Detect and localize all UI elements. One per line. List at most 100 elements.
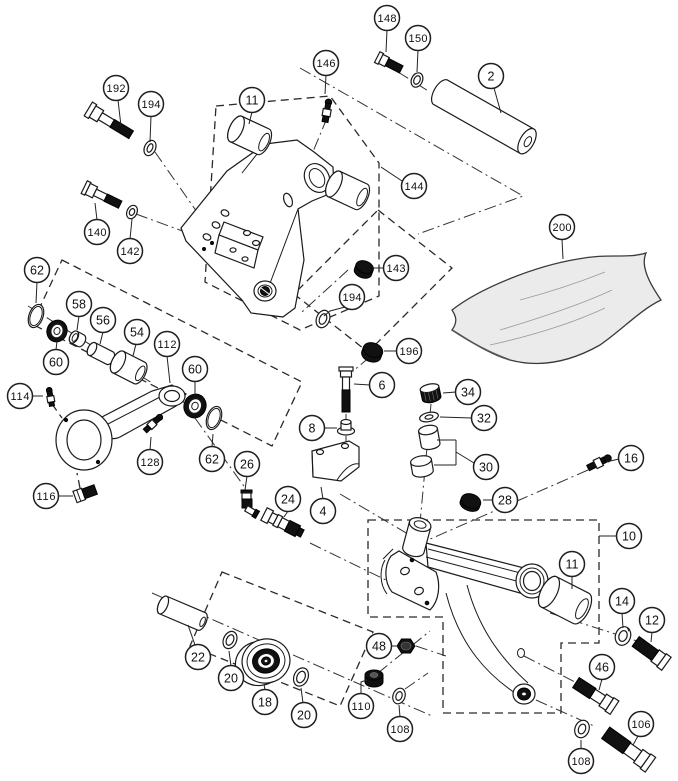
callout-2[interactable]: 2 — [477, 62, 505, 114]
callout-bubble[interactable] — [181, 355, 209, 383]
callout-bubble[interactable] — [6, 382, 34, 410]
callout-bubble[interactable] — [42, 348, 70, 376]
callout-16[interactable]: 16 — [605, 444, 645, 472]
callout-bubble[interactable] — [32, 482, 60, 510]
callout-bubble[interactable] — [347, 692, 375, 720]
callout-bubble[interactable] — [638, 606, 666, 634]
callout-46[interactable]: 46 — [588, 653, 616, 691]
callout-11-2[interactable]: 11 — [558, 550, 586, 590]
callout-bubble[interactable] — [298, 414, 326, 442]
callout-bubble[interactable] — [23, 256, 51, 284]
callout-bubble[interactable] — [290, 701, 318, 729]
callout-108[interactable]: 108 — [567, 740, 595, 775]
callout-bubble[interactable] — [395, 337, 423, 365]
callout-bubble[interactable] — [472, 453, 500, 481]
callout-bubble[interactable] — [116, 237, 144, 265]
callout-26[interactable]: 26 — [233, 450, 261, 491]
callout-bubble[interactable] — [373, 4, 401, 32]
callout-32[interactable]: 32 — [439, 404, 498, 432]
callout-bubble[interactable] — [567, 747, 595, 775]
callout-22[interactable]: 22 — [184, 624, 212, 671]
callout-144[interactable]: 144 — [380, 166, 428, 200]
callout-bubble[interactable] — [477, 62, 505, 90]
callout-bubble[interactable] — [198, 445, 226, 473]
callout-14[interactable]: 14 — [608, 587, 636, 629]
callout-bubble[interactable] — [89, 306, 117, 334]
callout-bubble[interactable] — [184, 643, 212, 671]
callout-8[interactable]: 8 — [298, 414, 338, 442]
callout-bubble[interactable] — [309, 497, 337, 525]
callout-bubble[interactable] — [558, 550, 586, 578]
callout-20-2[interactable]: 20 — [290, 687, 318, 729]
callout-bubble[interactable] — [102, 74, 130, 102]
callout-110[interactable]: 110 — [347, 679, 375, 720]
callout-bubble[interactable] — [238, 86, 266, 114]
callout-bubble[interactable] — [386, 715, 414, 743]
callout-200[interactable]: 200 — [548, 213, 576, 260]
callout-bubble[interactable] — [123, 318, 151, 346]
callout-62-2[interactable]: 62 — [198, 433, 226, 473]
callout-bubble[interactable] — [137, 90, 165, 118]
callout-60-2[interactable]: 60 — [181, 355, 209, 396]
callout-30[interactable]: 30 — [434, 439, 500, 481]
callout-bubble[interactable] — [233, 450, 261, 478]
callout-12[interactable]: 12 — [638, 606, 666, 643]
callout-62[interactable]: 62 — [23, 256, 51, 304]
callout-142[interactable]: 142 — [116, 218, 144, 265]
callout-196[interactable]: 196 — [384, 337, 423, 365]
callout-194-2[interactable]: 194 — [323, 283, 366, 317]
callout-11[interactable]: 11 — [238, 86, 266, 125]
callout-bubble[interactable] — [365, 632, 393, 660]
callout-108-2[interactable]: 108 — [386, 704, 414, 743]
callout-bubble[interactable] — [627, 710, 655, 738]
callout-bubble[interactable] — [136, 448, 164, 476]
callout-bubble[interactable] — [491, 486, 519, 514]
part-bolt-148 — [373, 50, 404, 74]
callout-bubble[interactable] — [65, 290, 93, 318]
callout-bubble[interactable] — [274, 485, 302, 513]
callout-bubble[interactable] — [217, 664, 245, 692]
callout-192[interactable]: 192 — [102, 74, 130, 127]
callout-bubble[interactable] — [548, 213, 576, 241]
callout-150[interactable]: 150 — [404, 24, 432, 73]
callout-bubble[interactable] — [617, 444, 645, 472]
callout-60[interactable]: 60 — [42, 340, 70, 376]
callout-bubble[interactable] — [615, 522, 643, 550]
callout-bubble[interactable] — [404, 24, 432, 52]
callout-bubble[interactable] — [251, 688, 279, 716]
callout-116[interactable]: 116 — [32, 482, 74, 510]
callout-bubble[interactable] — [454, 378, 482, 406]
callout-18[interactable]: 18 — [251, 683, 279, 716]
callout-28[interactable]: 28 — [483, 486, 519, 514]
callout-148[interactable]: 148 — [373, 4, 401, 53]
callout-114[interactable]: 114 — [6, 382, 44, 410]
callout-140[interactable]: 140 — [83, 202, 111, 246]
callout-34[interactable]: 34 — [442, 378, 482, 406]
callout-48[interactable]: 48 — [365, 632, 399, 660]
callout-bubble[interactable] — [338, 283, 366, 311]
callout-112[interactable]: 112 — [153, 330, 181, 384]
callout-146[interactable]: 146 — [312, 49, 340, 95]
callout-6[interactable]: 6 — [353, 371, 396, 399]
callout-bubble[interactable] — [470, 404, 498, 432]
callout-bubble[interactable] — [83, 218, 111, 246]
callout-4[interactable]: 4 — [309, 486, 337, 525]
callout-194[interactable]: 194 — [137, 90, 165, 143]
callout-bubble[interactable] — [153, 330, 181, 358]
callout-bubble[interactable] — [368, 371, 396, 399]
callout-bubble[interactable] — [382, 254, 410, 282]
part-nut-48 — [396, 638, 416, 654]
callout-20[interactable]: 20 — [217, 650, 245, 692]
callout-bubble[interactable] — [608, 587, 636, 615]
callout-106[interactable]: 106 — [627, 710, 655, 746]
callout-143[interactable]: 143 — [373, 254, 410, 282]
callout-24[interactable]: 24 — [274, 485, 302, 518]
callout-bubble[interactable] — [400, 172, 428, 200]
callout-bubble[interactable] — [588, 653, 616, 681]
callout-bubble[interactable] — [312, 49, 340, 77]
callout-54[interactable]: 54 — [123, 318, 151, 357]
callout-58[interactable]: 58 — [65, 290, 93, 331]
callout-10[interactable]: 10 — [599, 522, 643, 550]
callout-128[interactable]: 128 — [136, 436, 164, 476]
callout-56[interactable]: 56 — [89, 306, 117, 345]
